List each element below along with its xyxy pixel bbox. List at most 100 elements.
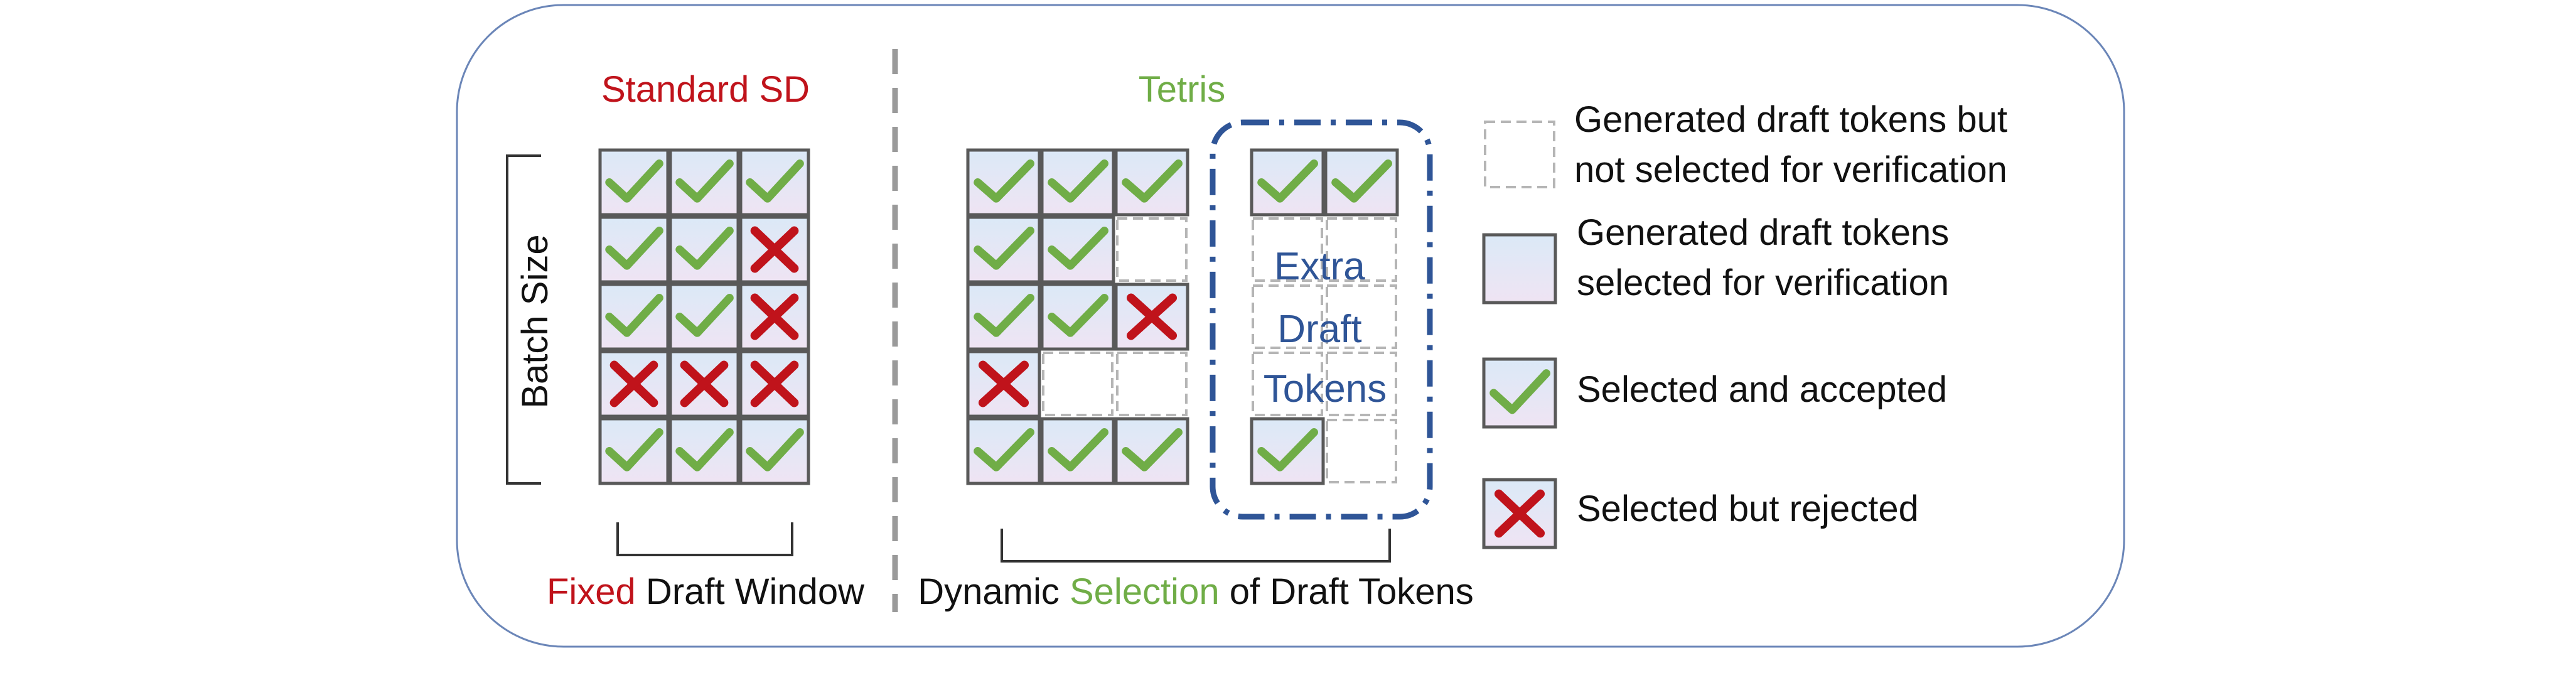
legend-text-selected: Generated draft tokens selected for veri…: [1577, 212, 1959, 303]
check-icon: [1048, 294, 1108, 337]
extra-label-line-2: Draft: [1277, 308, 1361, 351]
tetris-cell-2-1: [1040, 283, 1115, 351]
dynamic-selection-label: Dynamic Selection of Draft Tokens: [918, 571, 1473, 612]
unselected-token-box: [1252, 352, 1323, 416]
check-icon: [1048, 159, 1108, 203]
cross-icon: [978, 360, 1029, 407]
check-icon: [675, 294, 734, 337]
check-icon: [1257, 159, 1318, 203]
check-icon: [1048, 227, 1108, 270]
legend-swatch-cell: [1482, 478, 1557, 549]
standard-sd-cell-1-0: [598, 215, 670, 284]
extra-draft-box: [1210, 119, 1433, 520]
legend-swatch-selected: [1482, 233, 1557, 304]
legend: Generated draft tokens but not selected …: [1482, 99, 2017, 549]
legend-swatch-accept: [1482, 357, 1557, 429]
of-draft-tokens-words: of Draft Tokens: [1220, 571, 1474, 612]
standard-sd-cell-0-2: [739, 148, 810, 217]
check-icon: [605, 294, 663, 337]
tetris-cell-3-2: [1116, 352, 1188, 416]
extra-draft-cell-0-1: [1324, 148, 1399, 217]
tetris-cell-1-2: [1116, 217, 1188, 282]
cross-icon: [1126, 293, 1178, 340]
extra-draft-label: Extra Draft Tokens: [1264, 245, 1387, 411]
cross-icon: [1494, 489, 1545, 538]
legend-item-unselected: Generated draft tokens but not selected …: [1484, 99, 2017, 190]
unselected-token-box: [1326, 352, 1397, 416]
cross-icon: [750, 226, 799, 273]
standard-sd-cell-2-0: [598, 283, 670, 351]
check-icon: [605, 159, 663, 203]
check-icon: [974, 428, 1034, 471]
check-icon: [974, 294, 1034, 337]
cross-icon: [680, 360, 729, 407]
draft-window-words: Draft Window: [636, 571, 865, 612]
cross-icon: [750, 360, 799, 407]
tetris-cell-0-2: [1114, 148, 1189, 217]
tetris-cell-1-0: [966, 215, 1041, 284]
unselected-token-box: [1326, 419, 1397, 483]
standard-sd-cell-2-2: [739, 283, 810, 351]
tetris-cell-0-0: [966, 148, 1041, 217]
legend-0-line-2: not selected for verification: [1574, 149, 2007, 190]
cross-icon: [750, 293, 799, 340]
check-icon: [605, 428, 663, 471]
check-icon: [1122, 159, 1183, 203]
tetris-cell-4-1: [1040, 417, 1115, 485]
extra-draft-grid: [1250, 148, 1399, 485]
check-icon: [746, 159, 804, 203]
check-icon: [675, 227, 734, 270]
check-icon: [675, 159, 734, 203]
check-icon: [1048, 428, 1108, 471]
tetris-cell-2-2: [1114, 283, 1189, 351]
extra-draft-cell-1-1: [1326, 217, 1397, 282]
standard-sd-cell-0-1: [668, 148, 740, 217]
extra-label-line-1: Extra: [1274, 245, 1365, 288]
check-icon: [675, 428, 734, 471]
legend-swatch-cell: [1484, 121, 1555, 188]
legend-swatch-cell: [1482, 233, 1557, 304]
tetris-cell-3-0: [966, 350, 1041, 418]
unselected-token-box: [1484, 121, 1555, 188]
unselected-token-box: [1326, 284, 1397, 349]
check-icon: [1122, 428, 1183, 471]
standard-sd-cell-4-1: [668, 417, 740, 485]
unselected-token-box: [1252, 217, 1323, 282]
legend-swatch-reject: [1482, 478, 1557, 549]
dynamic-word: Dynamic: [918, 571, 1070, 612]
standard-sd-cell-3-1: [668, 350, 740, 418]
standard-sd-cell-3-0: [598, 350, 670, 418]
standard-sd-grid: [598, 148, 810, 485]
check-icon: [1331, 159, 1392, 203]
tetris-cell-4-2: [1114, 417, 1189, 485]
cross-icon: [609, 360, 658, 407]
legend-1-line-2: selected for verification: [1577, 262, 1949, 303]
tetris-cell-2-0: [966, 283, 1041, 351]
unselected-token-box: [1042, 352, 1114, 416]
standard-sd-cell-0-0: [598, 148, 670, 217]
legend-swatch-cell: [1482, 357, 1557, 429]
legend-1-line-1: Generated draft tokens: [1577, 212, 1949, 253]
draft-window-bracket: [616, 522, 793, 556]
legend-item-selected: Generated draft tokens selected for veri…: [1482, 212, 1959, 304]
standard-sd-title: Standard SD: [601, 69, 810, 110]
dynamic-selection-bracket: [1001, 529, 1391, 563]
check-icon: [1257, 428, 1318, 471]
selection-word: Selection: [1070, 571, 1220, 612]
legend-text-unselected: Generated draft tokens but not selected …: [1574, 99, 2017, 190]
batch-size-label: Batch Size: [515, 234, 555, 408]
tetris-grid: [966, 148, 1189, 485]
legend-item-accepted: Selected and accepted: [1482, 357, 1947, 429]
fixed-word: Fixed: [547, 571, 636, 612]
extra-draft-cell-2-1: [1326, 284, 1397, 349]
extra-draft-cell-1-0: [1252, 217, 1323, 282]
extra-draft-cell-2-0: [1252, 284, 1323, 349]
standard-sd-cell-2-1: [668, 283, 740, 351]
legend-text-accepted: Selected and accepted: [1577, 369, 1947, 410]
check-icon: [605, 227, 663, 270]
outer-frame: [456, 4, 2125, 648]
extra-draft-cell-0-0: [1250, 148, 1325, 217]
legend-text-rejected: Selected but rejected: [1577, 488, 1919, 529]
